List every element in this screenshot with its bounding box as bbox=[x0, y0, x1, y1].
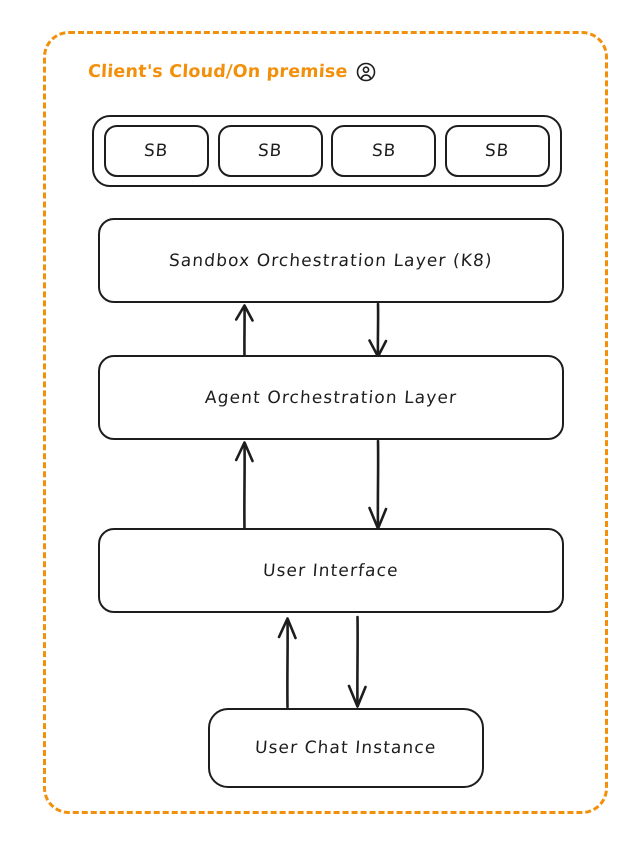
sandbox-label: SB bbox=[143, 141, 170, 161]
sandbox-box[interactable]: SB bbox=[444, 125, 550, 177]
boundary-title: Client's Cloud/On premise bbox=[87, 62, 349, 82]
boundary-title-row: Client's Cloud/On premise bbox=[87, 62, 376, 82]
node-agent-orchestration-layer[interactable]: Agent Orchestration Layer bbox=[98, 355, 564, 440]
sandbox-label: SB bbox=[257, 141, 283, 161]
user-circle-icon bbox=[356, 62, 376, 82]
client-boundary bbox=[43, 31, 608, 814]
sandbox-box[interactable]: SB bbox=[217, 125, 323, 177]
node-sandbox-orchestration-layer[interactable]: Sandbox Orchestration Layer (K8) bbox=[98, 218, 564, 303]
node-label: User Interface bbox=[262, 560, 400, 581]
sandbox-box[interactable]: SB bbox=[331, 125, 437, 177]
node-user-chat-instance[interactable]: User Chat Instance bbox=[208, 708, 484, 788]
sandbox-label: SB bbox=[371, 141, 397, 161]
node-label: User Chat Instance bbox=[254, 738, 438, 758]
node-label: Agent Orchestration Layer bbox=[204, 387, 458, 408]
node-user-interface[interactable]: User Interface bbox=[98, 528, 564, 613]
sandbox-box[interactable]: SB bbox=[104, 125, 209, 177]
node-label: Sandbox Orchestration Layer (K8) bbox=[168, 250, 494, 271]
sandbox-label: SB bbox=[484, 141, 511, 161]
sandbox-pool: SB SB SB SB bbox=[92, 115, 562, 187]
